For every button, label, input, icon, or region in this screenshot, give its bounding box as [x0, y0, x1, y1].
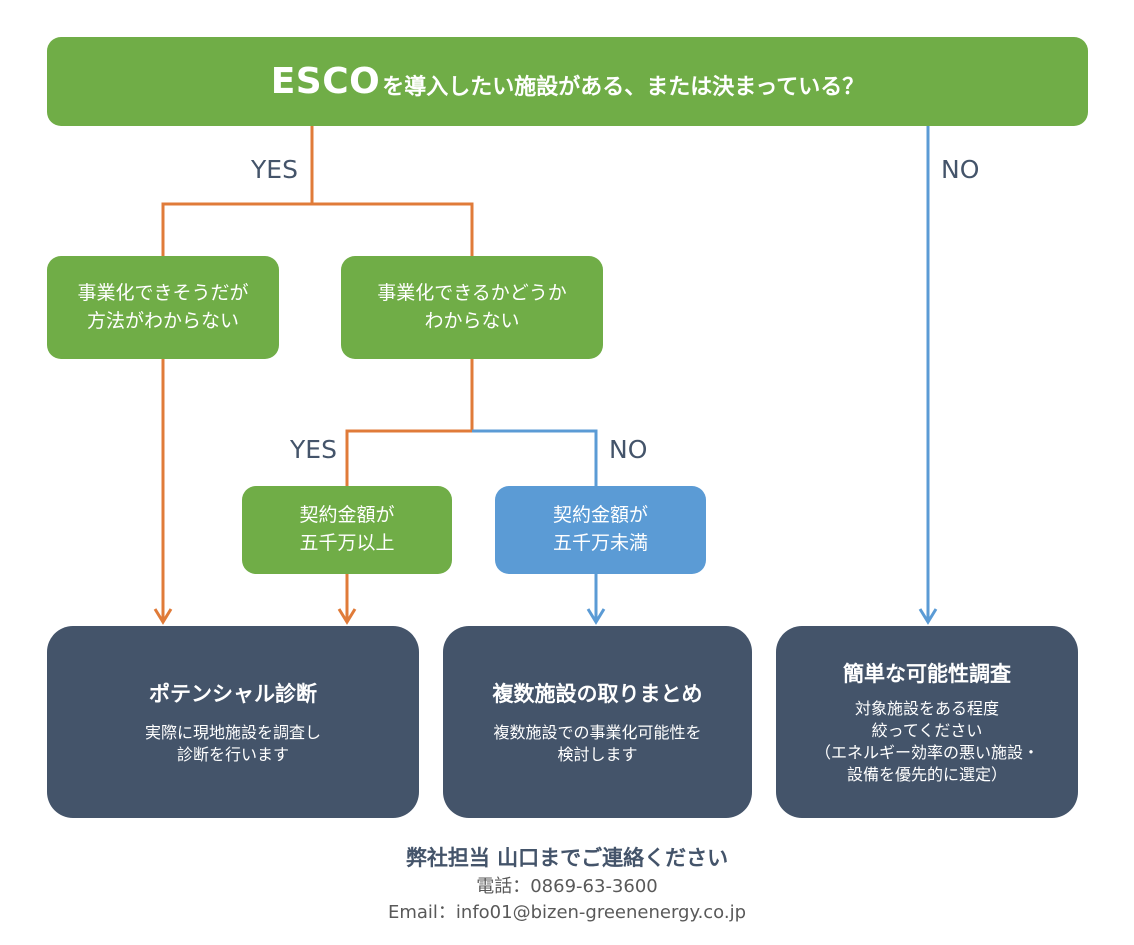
- branch-middle-line1: 事業化できるかどうか: [377, 281, 567, 304]
- question-text: を導入したい施設がある、または決まっている？: [382, 74, 865, 100]
- contract-under-box: 契約金額が 五千万未満: [495, 486, 706, 574]
- result-potential-title: ポテンシャル診断: [149, 681, 317, 706]
- arrowhead-over: [337, 608, 357, 625]
- contact-title: 弊社担当 山口までご連絡ください: [405, 846, 729, 870]
- label-yes-mid: YES: [290, 435, 337, 464]
- connector-middle-no: [472, 429, 598, 486]
- arrowhead-under: [586, 608, 606, 625]
- result-potential-line1: 実際に現地施設を調査し: [144, 722, 321, 742]
- branch-middle-line2: わからない: [424, 309, 520, 332]
- contract-over-line2: 五千万以上: [299, 532, 395, 554]
- result-multiple-title: 複数施設の取りまとめ: [492, 681, 703, 706]
- connector-yes-top: [161, 126, 314, 256]
- label-no-top: NO: [941, 155, 980, 184]
- contact-phone: 電話：0869-63-3600: [476, 876, 658, 897]
- contract-under-line1: 契約金額が: [552, 504, 648, 527]
- branch-left-box: 事業化できそうだが 方法がわからない: [47, 256, 279, 359]
- arrowhead-no: [918, 608, 938, 625]
- connector-middle-down: [345, 359, 474, 486]
- branch-middle-box: 事業化できるかどうか わからない: [341, 256, 603, 359]
- result-potential-box: ポテンシャル診断 実際に現地施設を調査し 診断を行います: [47, 626, 419, 818]
- connector-yes-split-right: [312, 202, 474, 256]
- question-esco: ESCO: [270, 61, 381, 102]
- result-multiple-box: 複数施設の取りまとめ 複数施設での事業化可能性を 検討します: [443, 626, 752, 818]
- contract-under-line2: 五千万未満: [552, 532, 648, 554]
- result-multiple-line2: 検討します: [557, 745, 638, 764]
- result-multiple-line1: 複数施設での事業化可能性を: [493, 722, 702, 742]
- result-potential-line2: 診断を行います: [176, 745, 289, 764]
- contract-over-box: 契約金額が 五千万以上: [242, 486, 452, 574]
- contact-email: Email：info01@bizen-greenenergy.co.jp: [387, 902, 747, 923]
- result-simple-line2: 絞ってください: [871, 720, 983, 740]
- arrowhead-left: [153, 608, 173, 625]
- result-simple-line3: （エネルギー効率の悪い施設・: [814, 743, 1039, 762]
- label-yes-top: YES: [251, 155, 298, 184]
- question-box: ESCO を導入したい施設がある、または決まっている？: [47, 37, 1088, 126]
- contract-over-line1: 契約金額が: [299, 504, 395, 527]
- result-simple-box: 簡単な可能性調査 対象施設をある程度 絞ってください （エネルギー効率の悪い施設…: [776, 626, 1078, 818]
- result-simple-line1: 対象施設をある程度: [854, 698, 999, 718]
- result-simple-title: 簡単な可能性調査: [843, 661, 1011, 686]
- result-simple-line4: 設備を優先的に選定）: [846, 765, 1007, 785]
- label-no-mid: NO: [609, 435, 648, 464]
- branch-left-line2: 方法がわからない: [86, 309, 239, 332]
- branch-left-line1: 事業化できそうだが: [77, 281, 249, 304]
